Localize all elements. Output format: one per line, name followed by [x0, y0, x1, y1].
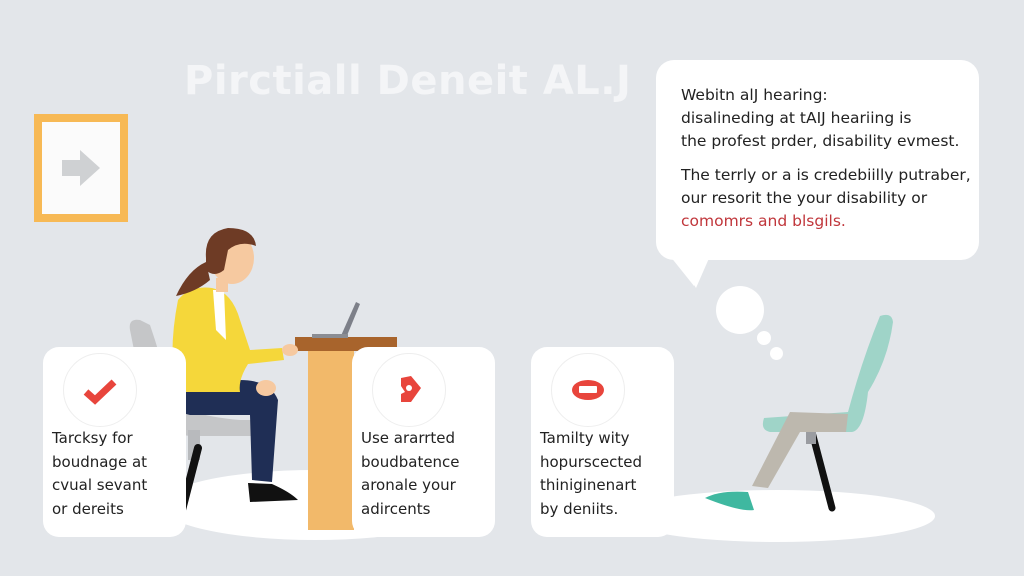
speech-tail: [670, 256, 718, 288]
arrow-box: [34, 114, 128, 222]
arrow-right-icon: [62, 150, 100, 186]
card-line: adircents: [361, 499, 431, 518]
tag-icon: [401, 376, 421, 402]
thought-bubble-medium: [757, 331, 771, 345]
checkmark-icon: [83, 379, 117, 405]
info-card-3: Tamilty wity hopurscected thiniginenart …: [531, 347, 674, 537]
speech-paragraph-1: Webitn alJ hearing: disalineding at tAIJ…: [681, 84, 959, 153]
card-line: boudnage at: [52, 452, 148, 471]
speech-highlight: comomrs and blsgils.: [681, 212, 846, 230]
speech-icon: [572, 380, 604, 400]
card-line: Use ararrted: [361, 429, 456, 447]
card-text: Tamilty wity hopurscected thiniginenart …: [540, 427, 670, 521]
speech-line: our resorit the your disability or: [681, 189, 928, 207]
card-line: boudbatence: [361, 452, 460, 471]
card-line: Tarcksy for: [52, 429, 133, 447]
speech-line: Webitn alJ hearing:: [681, 86, 828, 104]
card-line: by deniits.: [540, 499, 619, 518]
card-text: Tarcksy for boudnage at cvual sevant or …: [52, 427, 182, 521]
speech-line: The terrly or a is credebiilly putraber,: [681, 166, 971, 184]
card-line: hopurscected: [540, 452, 643, 471]
speech-line: disalineding at tAIJ heariing is: [681, 109, 912, 127]
speech-paragraph-2: The terrly or a is credebiilly putraber,…: [681, 164, 971, 233]
card-line: aronale your: [361, 476, 456, 494]
card-line: thiniginenart: [540, 476, 637, 494]
icon-circle: [372, 353, 446, 427]
info-card-1: Tarcksy for boudnage at cvual sevant or …: [43, 347, 186, 537]
page-title: Pirctiall Deneit AL.J: [184, 58, 632, 104]
icon-circle: [63, 353, 137, 427]
card-line: cvual sevant: [52, 476, 148, 494]
speech-bubble: Webitn alJ hearing: disalineding at tAIJ…: [656, 60, 979, 260]
card-line: Tamilty wity: [540, 429, 630, 447]
info-card-2: Use ararrted boudbatence aronale your ad…: [352, 347, 495, 537]
card-line: or dereits: [52, 499, 124, 518]
card-text: Use ararrted boudbatence aronale your ad…: [361, 427, 491, 521]
thought-bubble-large: [716, 286, 764, 334]
speech-line: the profest prder, disability evmest.: [681, 132, 960, 150]
thought-bubble-small: [770, 347, 783, 360]
icon-circle: [551, 353, 625, 427]
